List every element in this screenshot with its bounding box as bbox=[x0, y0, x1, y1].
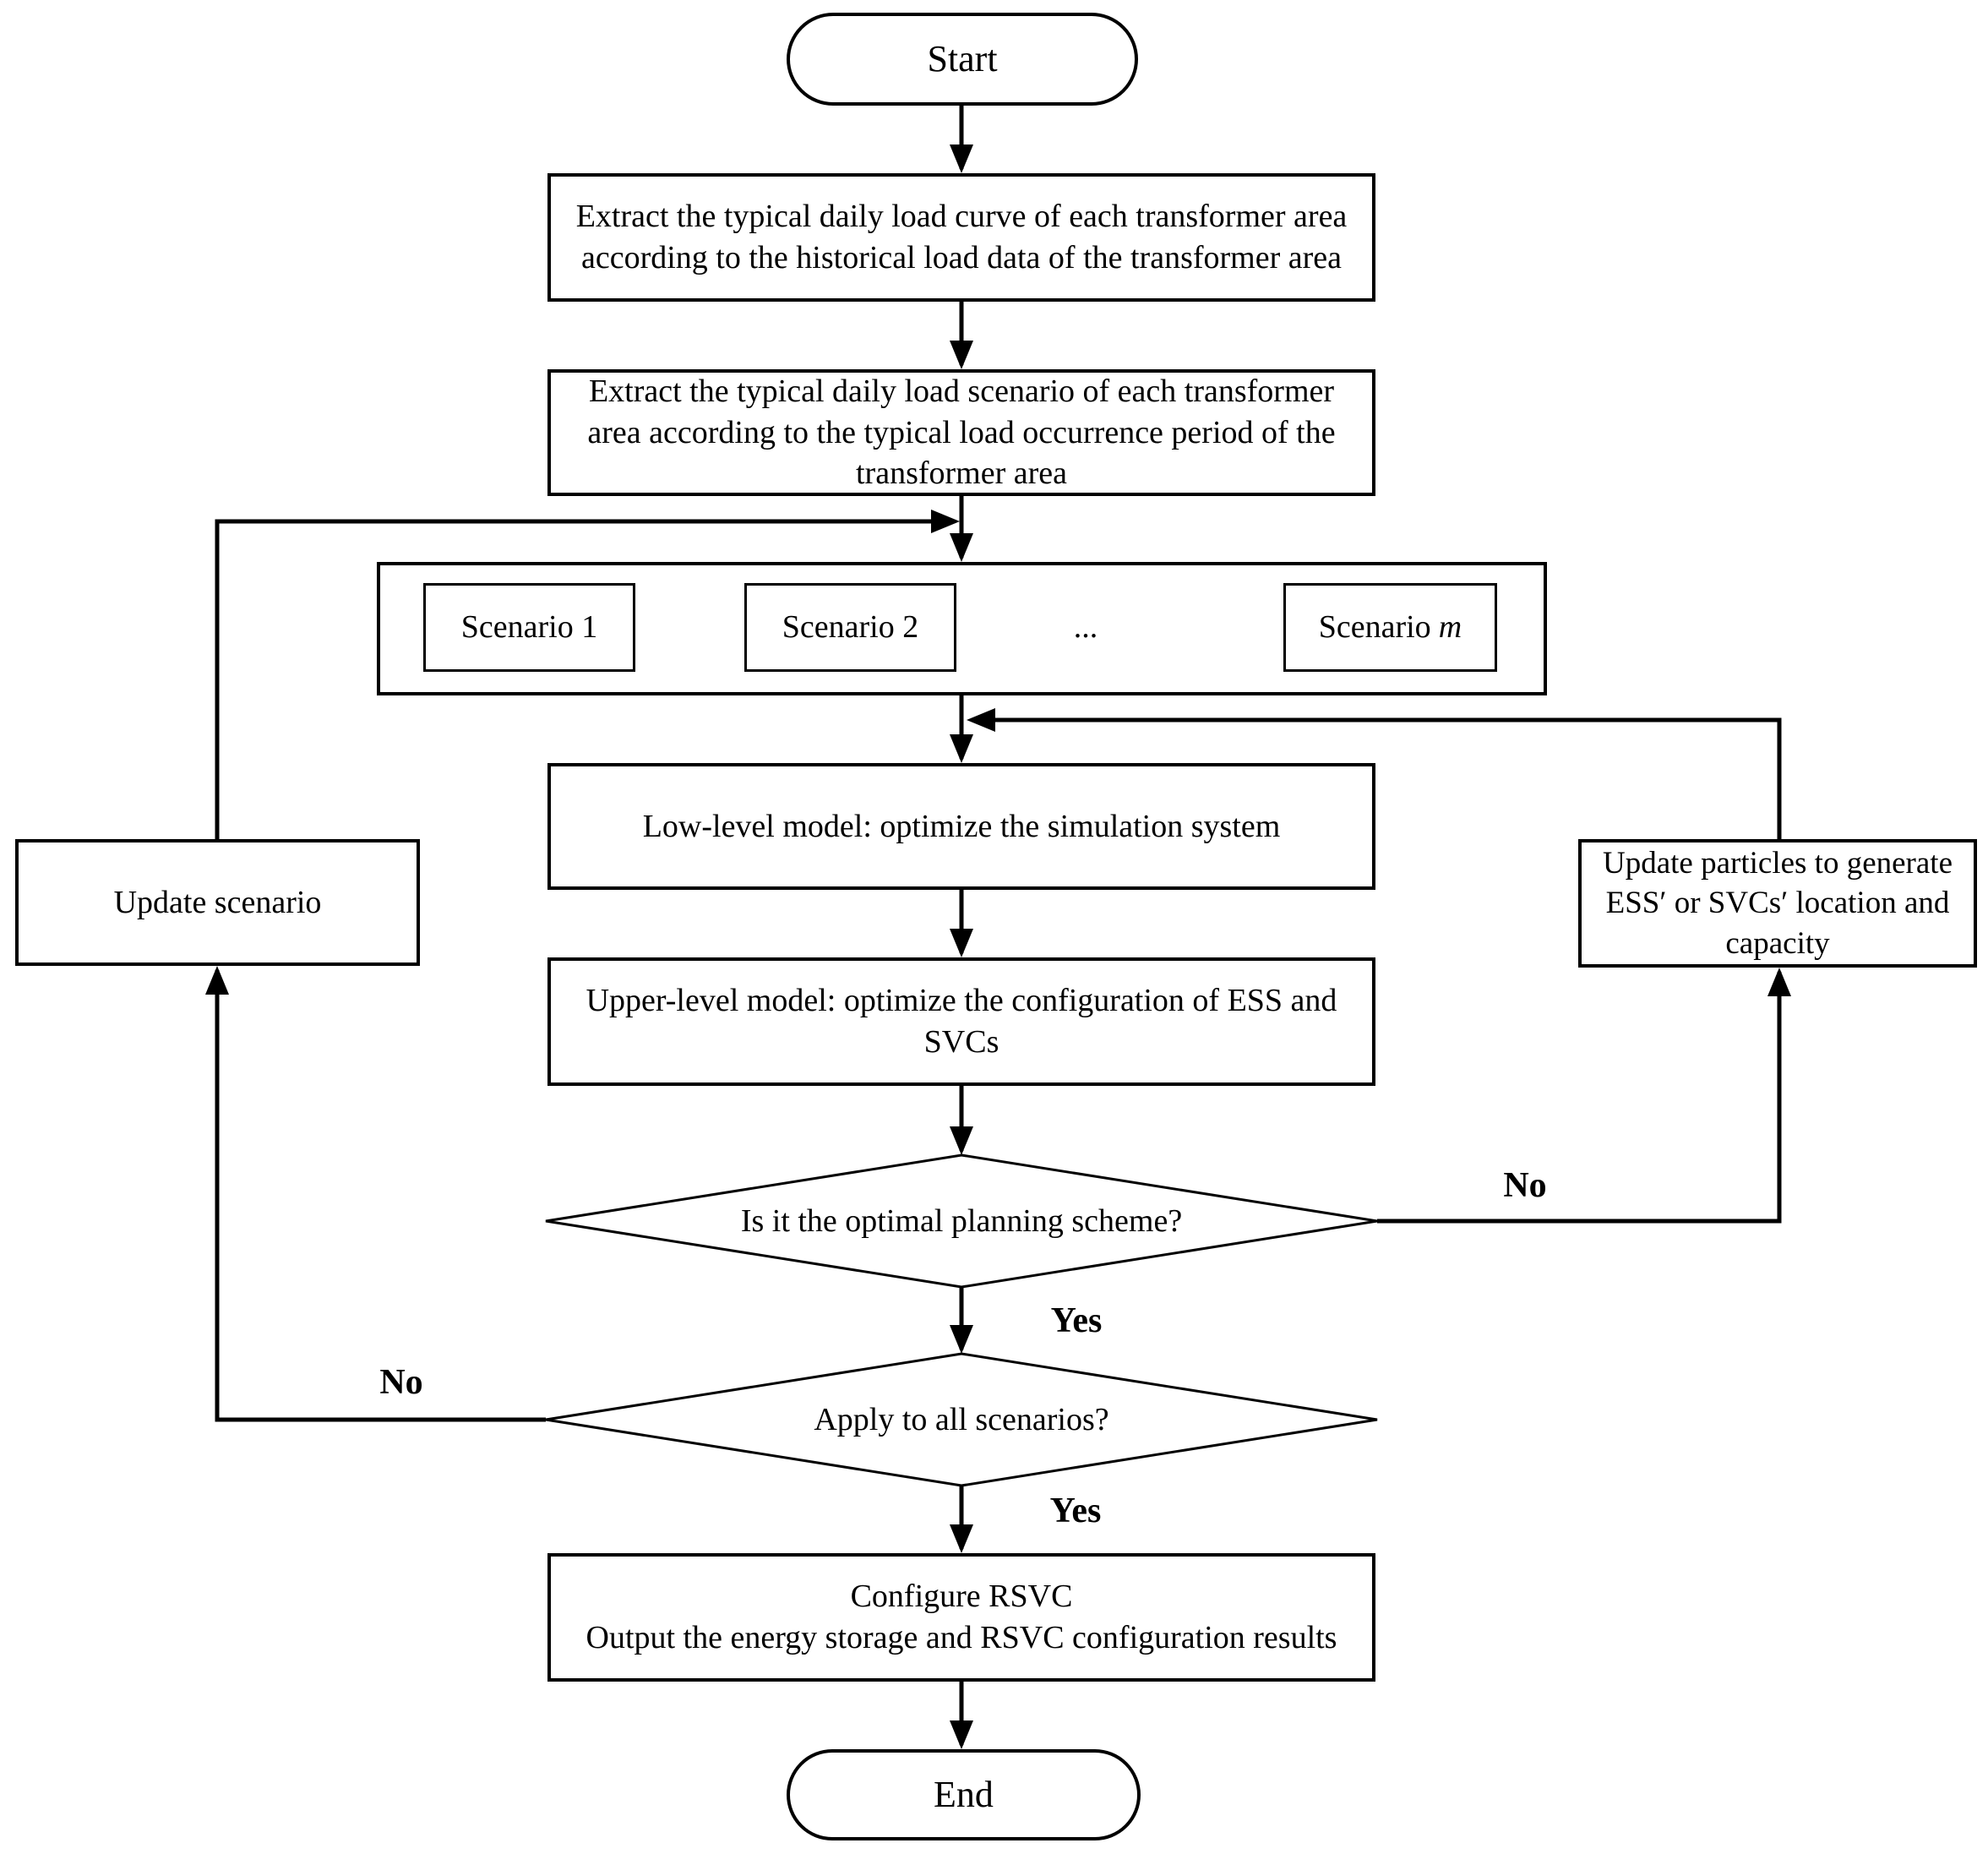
edge-decision-optimal-no-to-update-particles bbox=[1377, 968, 1791, 1224]
process-update-particles: Update particles to generate ESS′ or SVC… bbox=[1578, 839, 1977, 968]
process-low-level-model: Low-level model: optimize the simulation… bbox=[547, 763, 1375, 890]
branch-label-optimal-no: No bbox=[1503, 1166, 1547, 1205]
branch-label-optimal-yes: Yes bbox=[1050, 1301, 1103, 1340]
edge-decision-optimal-yes-to-decision-all bbox=[950, 1287, 973, 1354]
edge-scenarios-to-low-level bbox=[950, 695, 973, 763]
configure-rsvc-line1: Configure RSVC bbox=[850, 1579, 1073, 1615]
process-update-scenario: Update scenario bbox=[15, 839, 420, 966]
decision-all-scenarios-label: Apply to all scenarios? bbox=[814, 1402, 1109, 1437]
process-extract-load-scenario: Extract the typical daily load scenario … bbox=[547, 369, 1375, 496]
scenario-1-box: Scenario 1 bbox=[423, 583, 635, 672]
process-configure-rsvc: Configure RSVC Output the energy storage… bbox=[547, 1553, 1375, 1682]
scenario-2-box: Scenario 2 bbox=[744, 583, 956, 672]
scenario-m-variable: m bbox=[1438, 609, 1462, 646]
edge-start-to-extract-curve bbox=[950, 106, 973, 173]
edge-low-level-to-upper-level bbox=[950, 890, 973, 957]
edge-decision-all-no-to-update-scenario bbox=[205, 966, 546, 1422]
edge-update-scenario-to-main-flow bbox=[215, 510, 960, 839]
scenario-m-prefix: Scenario bbox=[1318, 609, 1431, 646]
start-terminator: Start bbox=[787, 13, 1138, 106]
decision-optimal-label: Is it the optimal planning scheme? bbox=[740, 1203, 1183, 1239]
end-terminator: End bbox=[787, 1749, 1141, 1840]
edge-decision-all-yes-to-configure bbox=[950, 1486, 973, 1553]
branch-label-all-scenarios-no: No bbox=[379, 1363, 423, 1402]
edge-upper-level-to-decision-optimal bbox=[950, 1086, 973, 1155]
edge-extract-curve-to-extract-scenario bbox=[950, 302, 973, 369]
process-extract-load-curve: Extract the typical daily load curve of … bbox=[547, 173, 1375, 302]
edge-update-particles-to-main-flow bbox=[967, 708, 1782, 839]
configure-rsvc-line2: Output the energy storage and RSVC confi… bbox=[586, 1620, 1337, 1655]
branch-label-all-scenarios-yes: Yes bbox=[1049, 1491, 1102, 1530]
edge-extract-scenario-to-scenarios bbox=[950, 496, 973, 562]
scenario-ellipsis: ... bbox=[1073, 609, 1098, 646]
process-upper-level-model: Upper-level model: optimize the configur… bbox=[547, 957, 1375, 1086]
edge-configure-to-end bbox=[950, 1682, 973, 1749]
